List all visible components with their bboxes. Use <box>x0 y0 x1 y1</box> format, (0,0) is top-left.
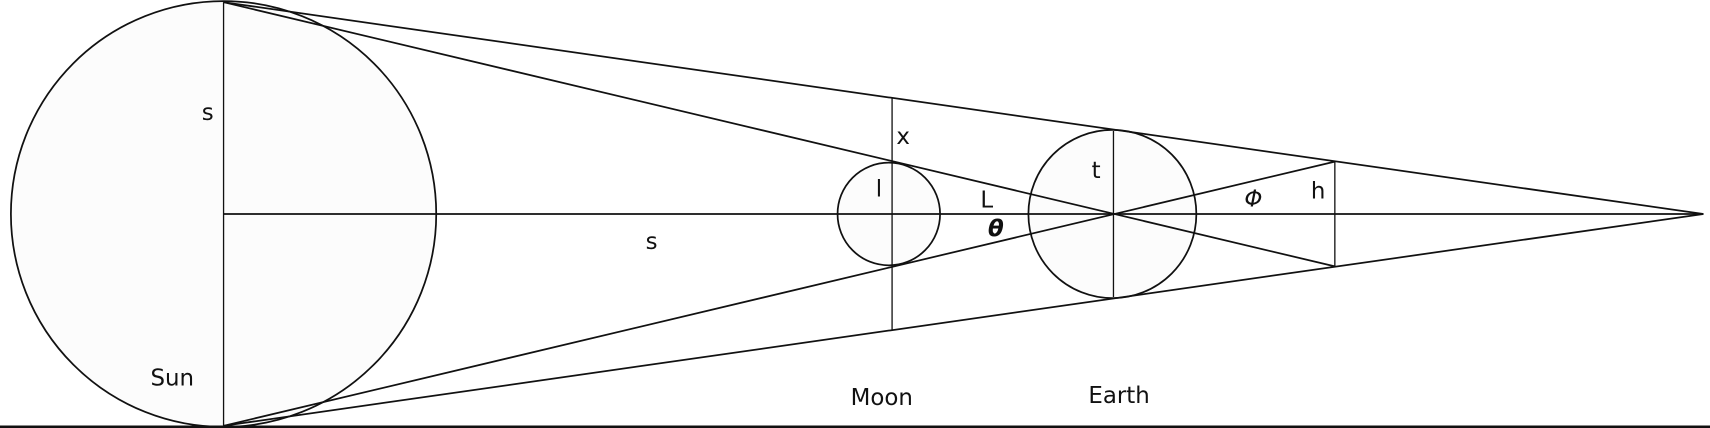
label-earth-radius: t <box>1092 158 1101 184</box>
label-L: L <box>980 187 993 213</box>
label-theta: θ <box>988 216 1004 242</box>
label-phi: Φ <box>1244 186 1262 212</box>
label-h: h <box>1311 179 1326 205</box>
outer-tangent-top <box>223 1 1704 215</box>
label-sun-distance: s <box>646 229 658 255</box>
inner-tangent-bottom <box>223 160 1336 427</box>
label-moon-radius: l <box>876 177 882 203</box>
label-moon: Moon <box>851 385 913 411</box>
label-sun-radius: s <box>202 100 214 126</box>
inner-tangent-top <box>223 1 1336 268</box>
outer-tangent-bottom <box>223 213 1704 427</box>
label-earth: Earth <box>1088 383 1149 409</box>
label-x: x <box>896 124 910 150</box>
label-sun: Sun <box>150 365 194 391</box>
